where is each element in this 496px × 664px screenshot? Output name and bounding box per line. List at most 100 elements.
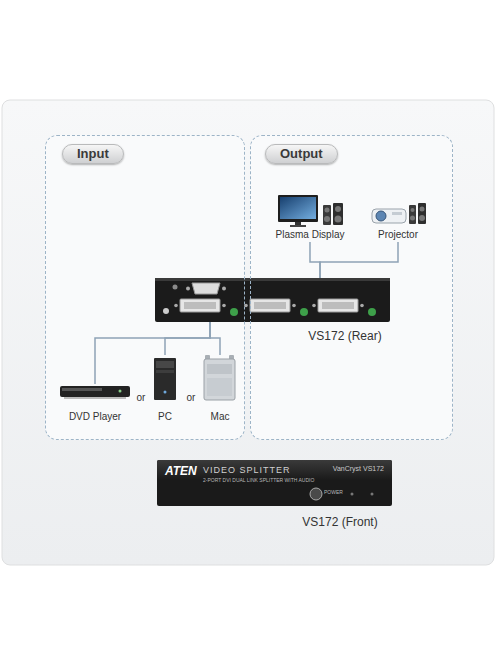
splitter-front-panel bbox=[310, 488, 322, 500]
splitter-front-panel bbox=[157, 460, 392, 506]
plasma-display-icon bbox=[278, 195, 318, 222]
brand-logo: ATEN bbox=[165, 464, 197, 478]
splitter-rear-panel bbox=[163, 308, 169, 314]
splitter-rear-panel bbox=[184, 302, 216, 309]
panel-fill bbox=[45, 135, 453, 440]
plasma-display-icon bbox=[295, 222, 301, 225]
plasma-display-icon bbox=[323, 205, 331, 225]
connector-line bbox=[320, 242, 398, 278]
splitter-front-panel bbox=[351, 493, 354, 496]
splitter-rear-panel bbox=[254, 302, 286, 309]
dvd-player-icon bbox=[60, 386, 130, 399]
button-label: POWER bbox=[324, 489, 343, 495]
plasma-display-icon bbox=[280, 197, 316, 219]
connector-word: or bbox=[187, 392, 196, 404]
mac-tower-icon bbox=[207, 364, 232, 374]
plasma-display-icon bbox=[324, 216, 330, 222]
projector-icon bbox=[410, 216, 415, 221]
panel-heading: Output bbox=[265, 144, 338, 164]
source-device: DVD Player bbox=[58, 384, 132, 424]
splitter-rear-panel bbox=[192, 283, 220, 294]
pc-tower-icon bbox=[154, 358, 176, 400]
output-panel: Plasma Display Projector Output bbox=[250, 135, 453, 440]
projector-icon bbox=[372, 209, 406, 223]
splitter-front-panel bbox=[371, 493, 374, 496]
pc-tower-icon bbox=[154, 358, 176, 400]
splitter-rear-panel bbox=[322, 302, 354, 309]
dvd-player-icon bbox=[64, 397, 126, 399]
product-title: VIDEO SPLITTER bbox=[203, 465, 291, 476]
plasma-display-icon bbox=[333, 203, 343, 225]
mac-tower-icon bbox=[207, 378, 232, 396]
device-label: PC bbox=[158, 411, 172, 423]
splitter-rear-panel bbox=[174, 304, 178, 308]
device-label: Mac bbox=[211, 411, 230, 423]
splitter-rear-panel bbox=[155, 278, 390, 281]
splitter-rear-panel bbox=[368, 308, 376, 316]
projector-icon bbox=[372, 203, 426, 224]
splitter-front-panel bbox=[157, 460, 392, 506]
dvd-player-icon bbox=[119, 390, 122, 393]
background-card bbox=[2, 100, 494, 565]
mac-tower-icon bbox=[204, 359, 235, 400]
mac-tower-icon bbox=[204, 355, 235, 400]
product-subtitle: 2-PORT DVI DUAL LINK SPLITTER WITH AUDIO bbox=[203, 477, 314, 483]
panel-fill bbox=[45, 135, 245, 440]
source-device: Mac bbox=[202, 355, 238, 424]
device-label: Plasma Display bbox=[276, 229, 345, 241]
splitter-rear: VS172 (Rear) bbox=[155, 278, 390, 322]
splitter-front: ATEN VIDEO SPLITTER2-PORT DVI DUAL LINK S… bbox=[157, 460, 392, 506]
projector-icon bbox=[420, 207, 425, 212]
plasma-display-icon bbox=[278, 195, 343, 227]
connector-line bbox=[310, 242, 320, 278]
pc-tower-icon bbox=[156, 361, 174, 368]
splitter-rear-panel bbox=[230, 308, 238, 316]
splitter-rear-panel bbox=[173, 285, 178, 290]
input-panel: DVD Player PC Mac Input bbox=[45, 135, 245, 440]
background-card bbox=[2, 100, 494, 565]
splitter-rear-panel bbox=[292, 304, 296, 308]
device-label: DVD Player bbox=[69, 411, 121, 423]
dvd-player-icon bbox=[60, 386, 130, 397]
splitter-rear-panel bbox=[318, 299, 358, 312]
splitter-rear-panel bbox=[360, 304, 364, 308]
splitter-rear-panel bbox=[222, 287, 226, 291]
plasma-display-icon bbox=[335, 206, 341, 212]
splitter-rear-panel bbox=[186, 287, 190, 291]
source-device: PC bbox=[150, 355, 180, 424]
splitter-rear-panel bbox=[222, 304, 226, 308]
splitter-rear-panel bbox=[180, 299, 220, 312]
splitter-rear-panel bbox=[155, 278, 390, 322]
projector-icon bbox=[418, 203, 426, 224]
projector-icon bbox=[419, 215, 425, 221]
splitter-rear-panel bbox=[155, 278, 390, 322]
projector-icon bbox=[376, 211, 386, 221]
projector-icon bbox=[409, 205, 416, 224]
device-label: Projector bbox=[378, 229, 418, 241]
projector-icon bbox=[392, 212, 402, 215]
splitter-rear-panel bbox=[312, 304, 316, 308]
connector-line bbox=[95, 322, 210, 384]
pc-tower-icon bbox=[164, 391, 167, 394]
connector-line bbox=[210, 322, 220, 355]
plasma-display-icon bbox=[325, 208, 330, 213]
device-caption: VS172 (Rear) bbox=[308, 329, 381, 343]
dvd-player-icon bbox=[62, 388, 102, 391]
plasma-display-icon bbox=[335, 216, 342, 223]
projector-device: Projector bbox=[368, 196, 428, 242]
display-device: Plasma Display bbox=[273, 192, 348, 242]
splitter-rear-panel bbox=[300, 308, 308, 316]
panel-heading: Input bbox=[62, 144, 124, 164]
model-name: VanCryst VS172 bbox=[333, 465, 384, 473]
projector-icon bbox=[411, 208, 415, 212]
pc-tower-icon bbox=[156, 370, 174, 373]
connector-word: or bbox=[137, 392, 146, 404]
plasma-display-icon bbox=[290, 225, 306, 227]
splitter-rear-panel bbox=[250, 299, 290, 312]
device-caption: VS172 (Front) bbox=[302, 515, 377, 529]
connector-line bbox=[165, 322, 210, 355]
